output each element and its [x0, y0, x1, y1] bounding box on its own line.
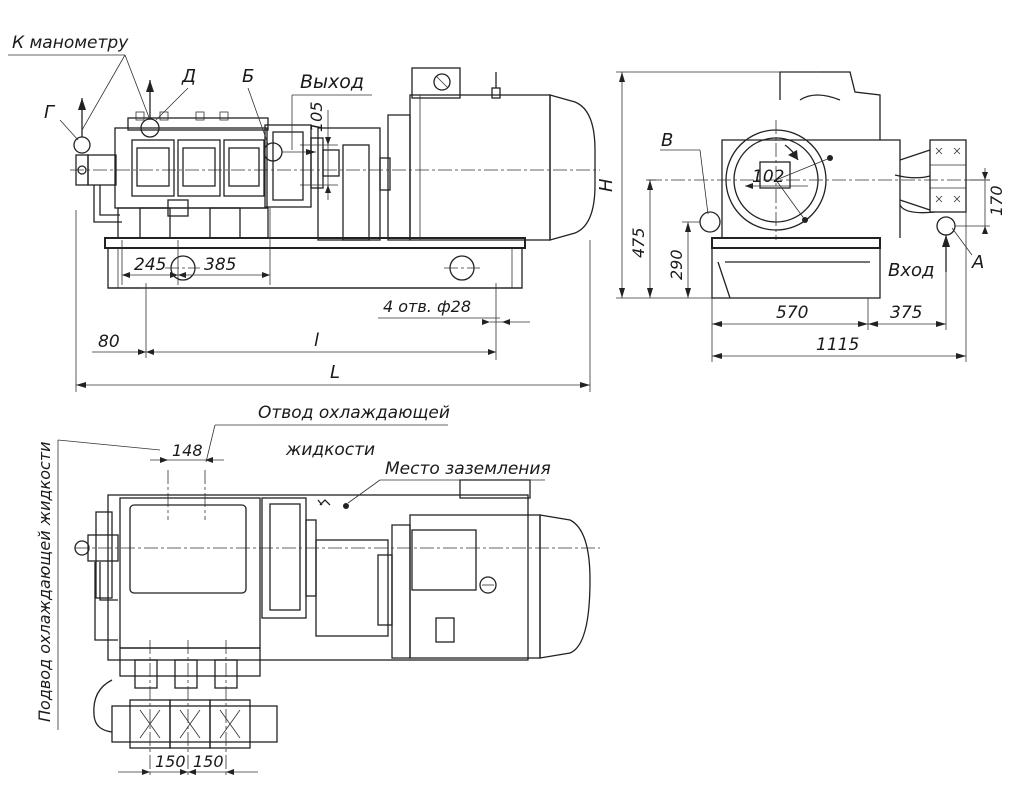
terminal-box [411, 67, 461, 99]
dim-150-b: 150 [193, 752, 224, 771]
top-frame [107, 494, 529, 661]
dim-148: 148 [172, 441, 203, 460]
dim-105: 105 [307, 101, 326, 132]
dim-375: 375 [890, 303, 922, 323]
port-g-gauge [73, 136, 91, 154]
top-view: 148 Отвод охлаждающей жидкости Место заз… [35, 403, 600, 775]
dim-102: 102 [752, 167, 784, 187]
side-view: В А Вход 102 H 475 290 [596, 71, 1006, 362]
label-mesto-zazemleniya: Место заземления [385, 459, 551, 479]
dim-385: 385 [204, 255, 236, 275]
port-v [699, 211, 721, 233]
label-vkhod: Вход [888, 260, 934, 281]
coupling-guard [264, 124, 312, 208]
label-d: Д [181, 66, 196, 87]
label-g: Г [44, 102, 56, 123]
dim-l-big: L [330, 362, 340, 383]
label-vykhod: Выход [300, 71, 364, 93]
label-otvod-1: Отвод охлаждающей [258, 403, 450, 423]
label-k-manometru: К манометру [12, 33, 129, 53]
dim-holes: 4 отв. ф28 [383, 297, 471, 316]
label-otvod-2: жидкости [285, 440, 375, 460]
dim-570: 570 [776, 303, 808, 323]
motor-end-cap [549, 94, 596, 241]
port-a [936, 216, 956, 236]
dim-245: 245 [134, 255, 166, 275]
dim-170: 170 [987, 185, 1006, 216]
side-flange [929, 139, 967, 213]
label-a: А [971, 252, 984, 273]
dim-80: 80 [98, 332, 120, 352]
side-terminal-box [779, 71, 881, 140]
label-b: Б [242, 66, 254, 87]
dim-1115: 1115 [816, 335, 859, 355]
label-v: В [661, 130, 673, 151]
dim-l-small: l [314, 330, 319, 351]
label-podvod: Подвод охлаждающей жидкости [35, 441, 54, 722]
label-h: H [596, 178, 617, 192]
top-motor-body [409, 514, 541, 659]
dim-290: 290 [667, 249, 686, 280]
side-base [711, 247, 881, 299]
dim-475: 475 [629, 227, 648, 258]
front-view: 105 Выход К манометру Г Д Б 245 385 [8, 33, 600, 392]
dim-150-a: 150 [155, 752, 186, 771]
pump-support [117, 207, 269, 239]
motor-body [409, 94, 551, 241]
top-pump-block [119, 497, 261, 649]
top-manifold [111, 705, 278, 743]
